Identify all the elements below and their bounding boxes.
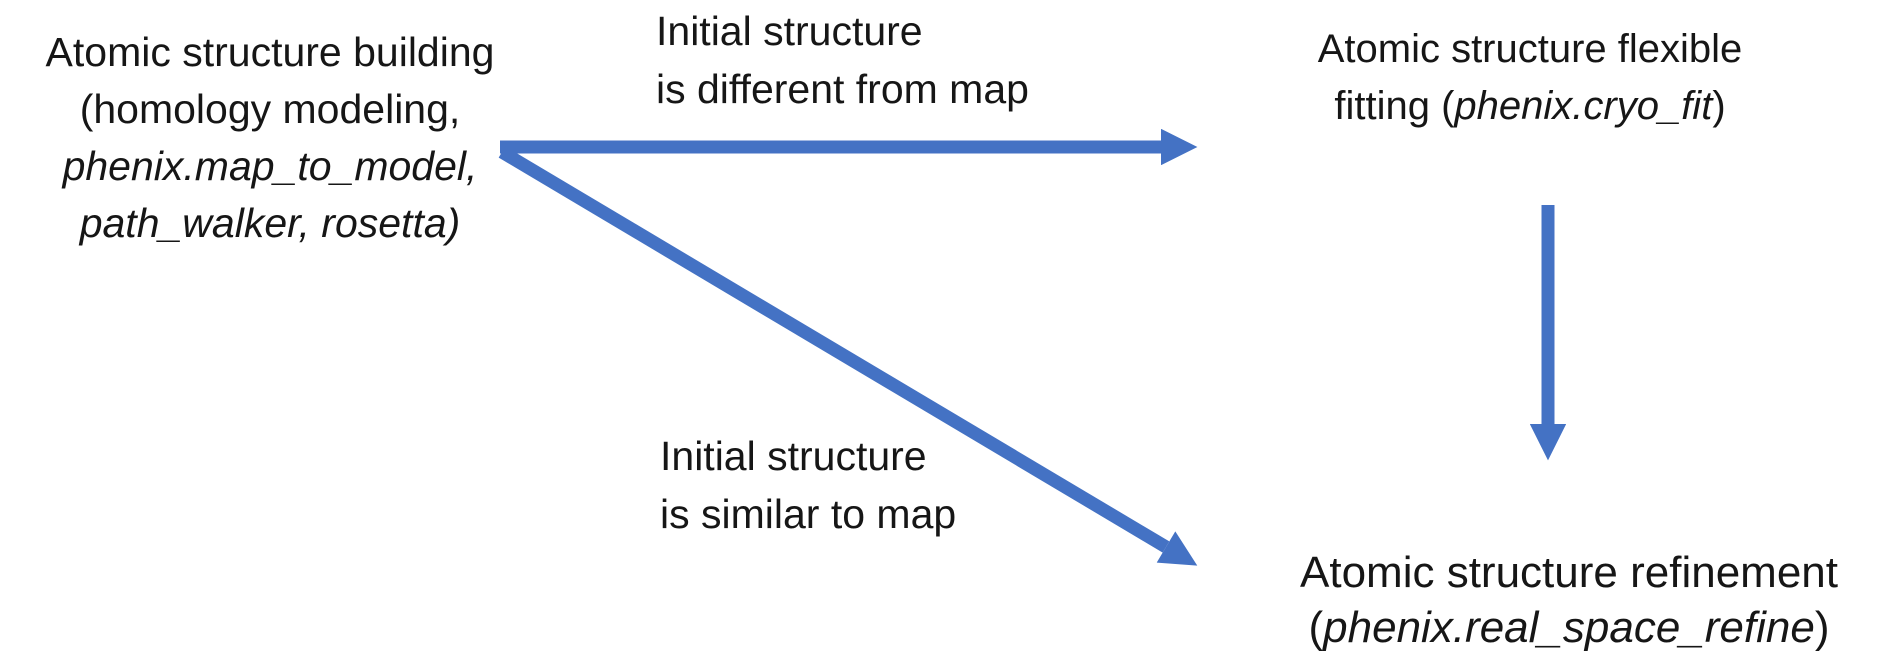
fitting-tool-cryo-fit: phenix.cryo_fit — [1454, 84, 1713, 128]
node-atomic-structure-building: Atomic structure building (homology mode… — [0, 24, 540, 252]
refinement-tool-prefix: ( — [1308, 603, 1324, 652]
edge-label-similar-to-map: Initial structure is similar to map — [660, 427, 956, 543]
refinement-tool-suffix: ) — [1814, 603, 1830, 652]
fitting-title-line: Atomic structure flexible — [1317, 27, 1743, 71]
edge-label-different-from-map: Initial structure is different from map — [656, 2, 1029, 118]
similar-label-line1: Initial structure — [660, 433, 927, 479]
fitting-tool-line: fitting (phenix.cryo_fit) — [1260, 78, 1800, 135]
building-methods-line: (homology modeling, — [79, 86, 461, 132]
node-flexible-fitting: Atomic structure flexible fitting (pheni… — [1260, 21, 1800, 135]
different-label-line1: Initial structure — [656, 8, 923, 54]
refinement-title-line: Atomic structure refinement — [1300, 548, 1838, 597]
building-tool-map-to-model: phenix.map_to_model, — [62, 143, 478, 189]
refinement-tool-real-space-refine: phenix.real_space_refine — [1323, 603, 1815, 652]
refinement-tool-line: (phenix.real_space_refine) — [1258, 600, 1880, 655]
fitting-tool-prefix: fitting ( — [1334, 84, 1455, 128]
different-label-line2: is different from map — [656, 66, 1029, 112]
similar-label-line2: is similar to map — [660, 491, 957, 537]
arrow-building-to-refinement — [498, 146, 1198, 566]
node-structure-refinement: Atomic structure refinement (phenix.real… — [1258, 545, 1880, 655]
fitting-tool-suffix: ) — [1712, 84, 1726, 128]
building-title-line: Atomic structure building — [45, 29, 495, 75]
building-tool-pathwalker-rosetta: path_walker, rosetta) — [79, 200, 461, 246]
